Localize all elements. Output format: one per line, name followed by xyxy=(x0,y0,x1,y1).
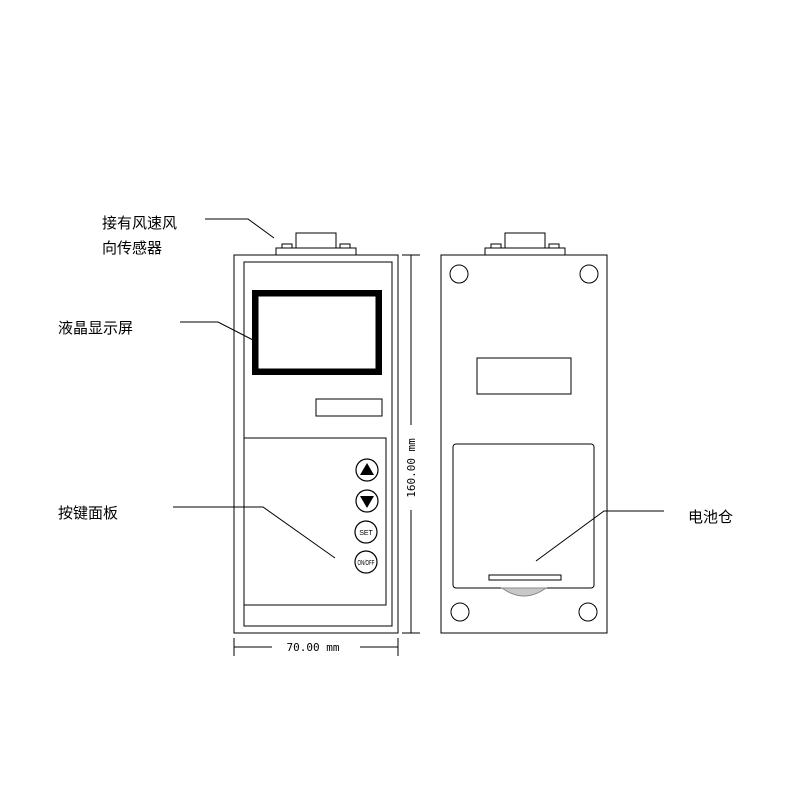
callout-lcd: 液晶显示屏 xyxy=(58,319,254,341)
height-dimension: 160.00 mm xyxy=(402,254,420,634)
down-button[interactable] xyxy=(355,489,379,513)
width-dimension-label: 70.00 mm xyxy=(287,641,340,654)
rear-sensor-connector xyxy=(484,232,566,256)
lcd-label: 液晶显示屏 xyxy=(58,319,133,337)
width-dimension: 70.00 mm xyxy=(233,638,399,656)
callout-sensor: 接有风速风 向传感器 xyxy=(102,214,275,257)
height-dimension-label: 160.00 mm xyxy=(405,438,418,498)
callout-battery: 电池仓 xyxy=(535,508,733,562)
up-button[interactable] xyxy=(355,458,379,482)
screw-bottom-right xyxy=(578,602,598,622)
battery-compartment xyxy=(452,443,595,597)
onoff-button[interactable]: ON/OFF xyxy=(354,550,378,574)
callout-keypad: 按键面板 xyxy=(58,504,336,559)
front-body xyxy=(233,254,399,634)
keypad-panel xyxy=(243,437,387,606)
front-sensor-connector xyxy=(275,232,357,256)
rear-view xyxy=(440,232,608,634)
onoff-button-label: ON/OFF xyxy=(358,560,375,567)
rear-label-window xyxy=(476,357,572,395)
front-view: SET ON/OFF xyxy=(233,232,399,634)
screw-top-right xyxy=(579,264,599,284)
sensor-label-line1: 接有风速风 xyxy=(102,214,177,232)
screw-bottom-left xyxy=(450,602,470,622)
set-button[interactable]: SET xyxy=(354,520,378,544)
keypad-label: 按键面板 xyxy=(58,504,118,522)
rear-body xyxy=(440,254,608,634)
sensor-label-line2: 向传感器 xyxy=(102,239,162,257)
set-button-label: SET xyxy=(359,530,373,537)
lcd-screen xyxy=(252,290,382,375)
front-small-window xyxy=(315,398,383,417)
battery-label: 电池仓 xyxy=(688,508,733,526)
screw-top-left xyxy=(449,264,469,284)
